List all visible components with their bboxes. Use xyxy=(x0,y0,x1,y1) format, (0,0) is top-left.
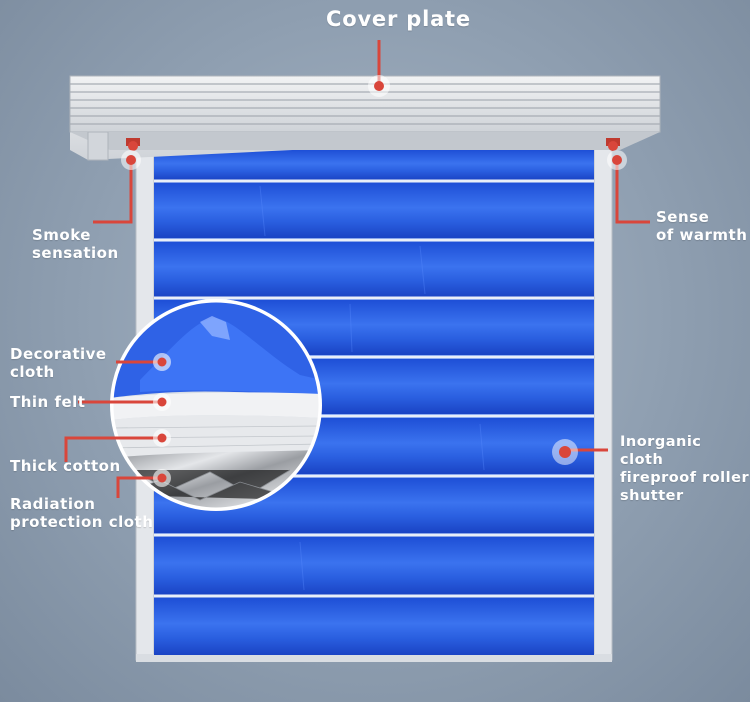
heat-sensor-icon xyxy=(606,138,620,151)
decorative-cloth-label: Decorative cloth xyxy=(10,345,107,381)
inorganic-cloth-shutter-label: Inorganic cloth fireproof roller shutter xyxy=(620,434,750,504)
smoke-sensor-icon xyxy=(126,138,140,151)
smoke-sensation-label: Smoke sensation xyxy=(32,226,119,262)
sense-of-warmth-label: Sense of warmth xyxy=(656,208,748,244)
shutter-frame xyxy=(135,127,613,662)
callout-markers xyxy=(121,75,627,487)
radiation-protection-cloth-label: Radiation protection cloth xyxy=(10,495,154,531)
material-layers-magnifier xyxy=(110,299,322,511)
cover-plate-label: Cover plate xyxy=(326,7,471,31)
thin-felt-label: Thin felt xyxy=(10,393,86,411)
cover-plate xyxy=(69,75,661,161)
callout-lines xyxy=(64,40,650,498)
thick-cotton-label: Thick cotton xyxy=(10,457,121,475)
